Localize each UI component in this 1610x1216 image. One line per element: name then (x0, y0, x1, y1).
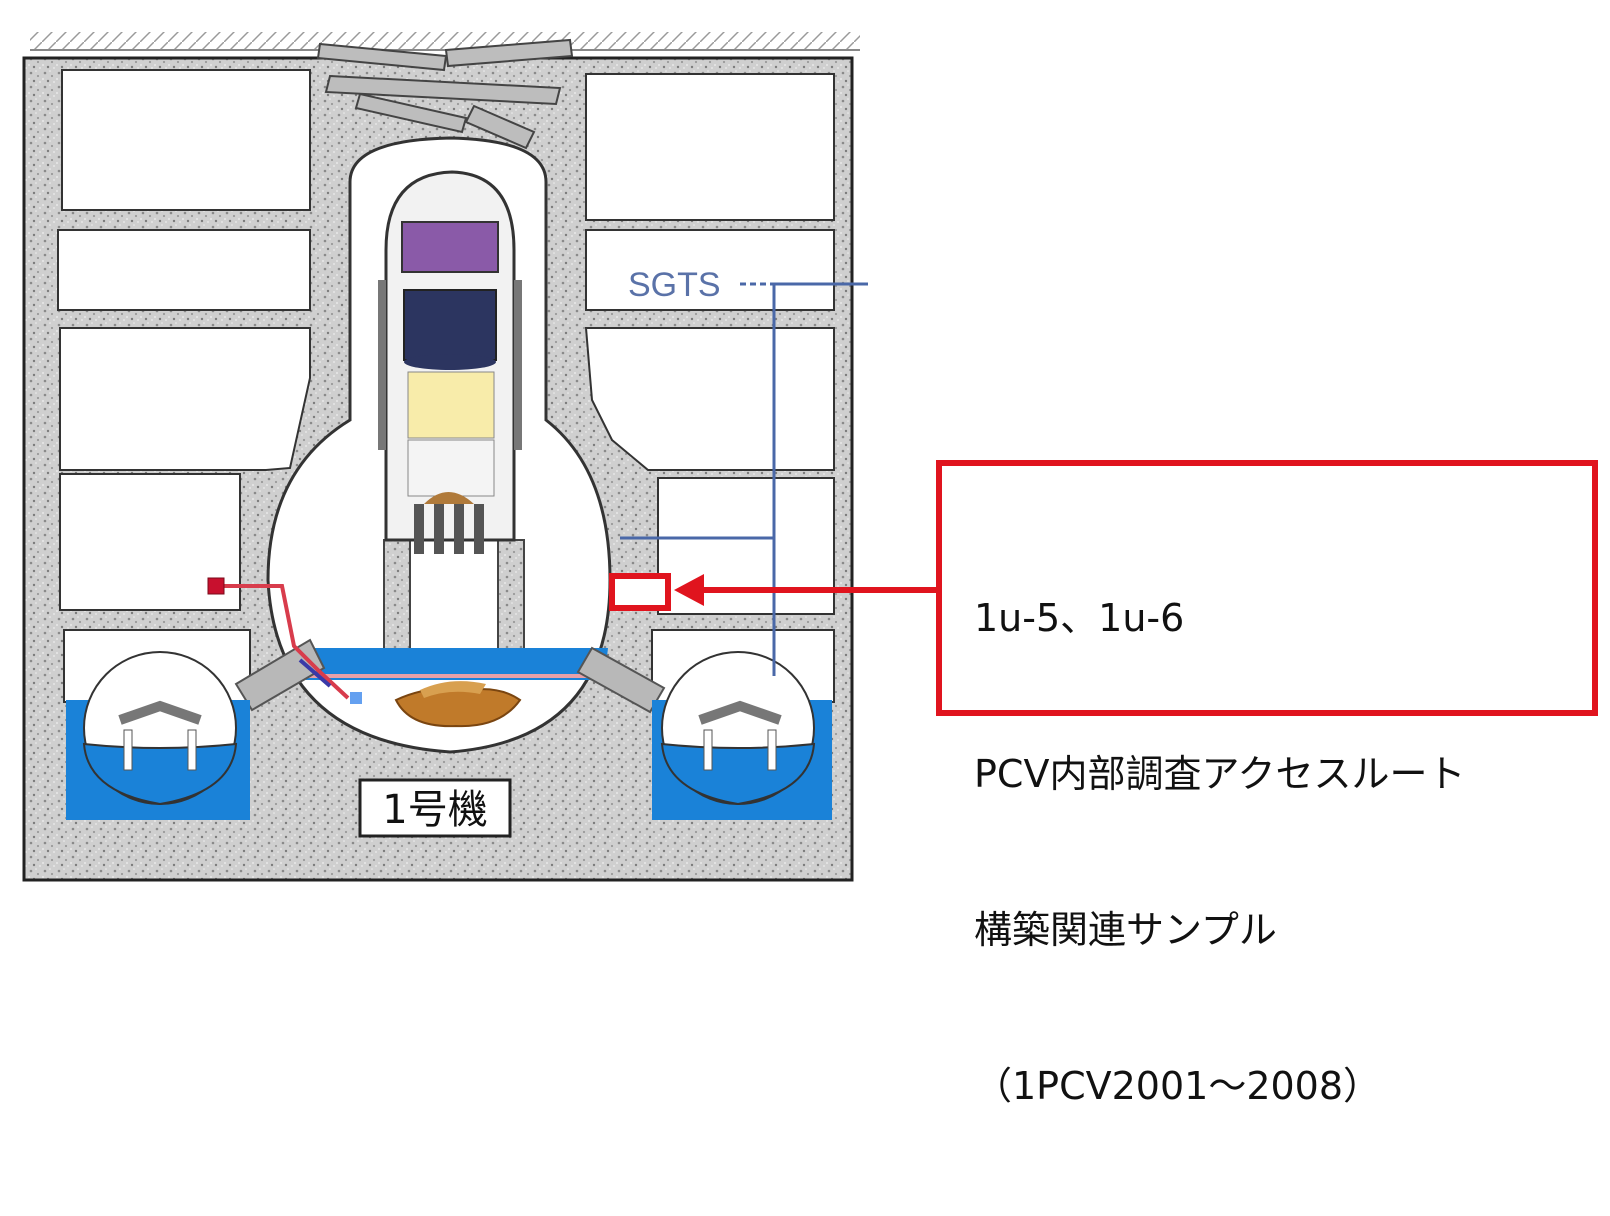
sgts-line (620, 282, 868, 676)
sample-location-marker (609, 573, 671, 611)
red-pipe (207, 577, 362, 704)
fuel-debris (394, 681, 522, 728)
suppression-chamber-left (66, 651, 250, 820)
reactor-pressure-vessel (378, 170, 522, 554)
sample-callout: 1u-5、1u-6 PCV内部調査アクセスルート 構築関連サンプル （1PCV2… (936, 460, 1598, 1108)
callout-line-samples: 構築関連サンプル (974, 908, 1277, 952)
callout-line-route: PCV内部調査アクセスルート (974, 752, 1466, 796)
callout-line-range: （1PCV2001～2008） (974, 1064, 1382, 1108)
sgts-label: SGTS (628, 266, 721, 304)
ground-surface (30, 32, 860, 50)
pcv-water (296, 648, 608, 680)
roof-debris (316, 38, 574, 150)
vent-pipes (234, 638, 666, 714)
callout-line-sample-ids: 1u-5、1u-6 (974, 596, 1185, 640)
unit-label: 1号機 (382, 787, 487, 833)
callout-text: 1u-5、1u-6 PCV内部調査アクセスルート 構築関連サンプル （1PCV2… (974, 488, 1466, 1216)
suppression-chamber-right (652, 651, 832, 820)
unit-label-box (358, 778, 512, 838)
callout-arrow (674, 574, 938, 606)
reactor-building-cross-section: SGTS 1号機 (22, 32, 938, 882)
